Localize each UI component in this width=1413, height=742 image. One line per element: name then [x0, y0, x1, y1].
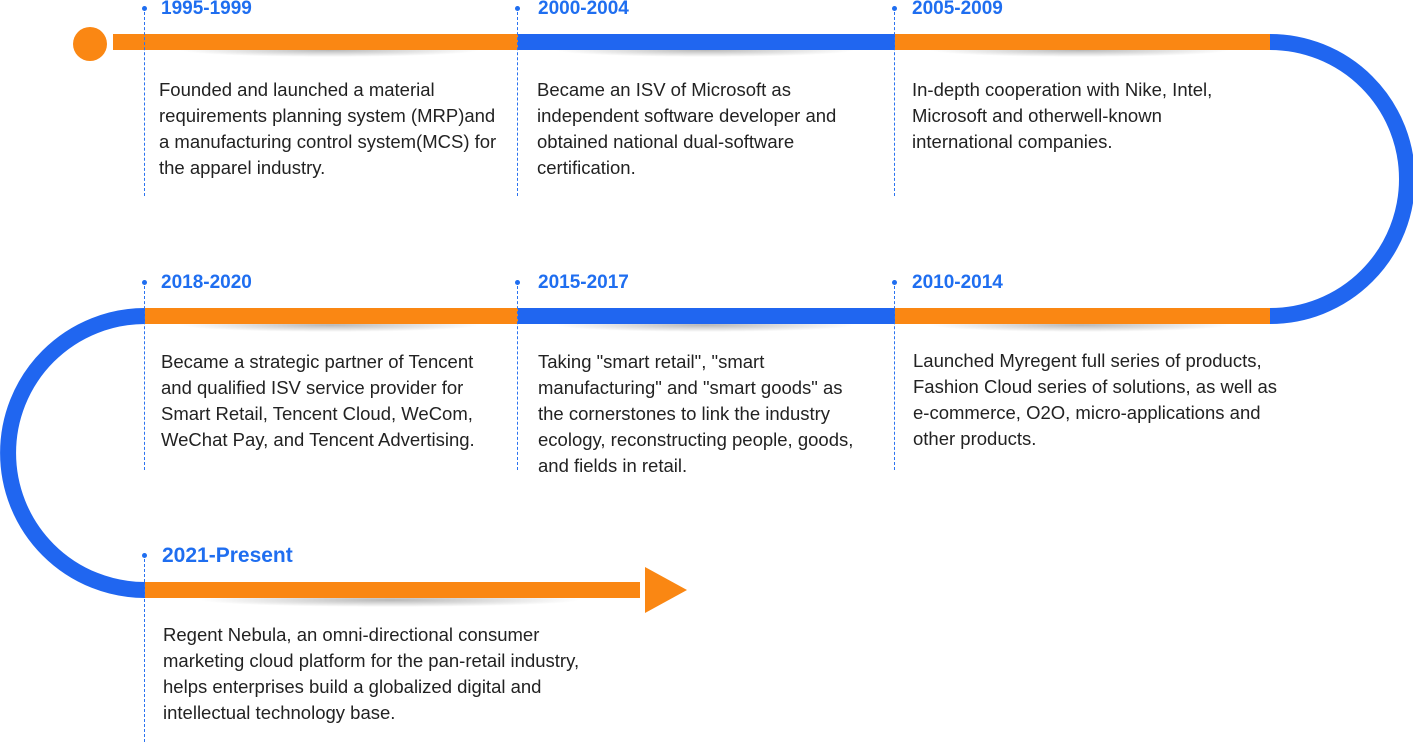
era-divider: [517, 12, 518, 196]
era-divider: [894, 12, 895, 196]
era-divider: [144, 12, 145, 196]
bar-segment-2000: [518, 34, 895, 50]
era-divider: [894, 286, 895, 470]
bar-segment-2015: [518, 308, 895, 324]
era-year: 2015-2017: [538, 272, 629, 293]
era-dot: [142, 553, 147, 558]
bar-segment-2005: [895, 34, 1270, 50]
start-dot: [73, 27, 107, 61]
era-year: 2018-2020: [161, 272, 252, 293]
curve-right: [1269, 34, 1413, 324]
era-divider: [517, 286, 518, 470]
era-description: Launched Myregent full series of product…: [913, 350, 1278, 449]
era-description: Regent Nebula, an omni-directional consu…: [163, 624, 580, 723]
era-description: Became an ISV of Microsoft as independen…: [537, 79, 837, 178]
era-description: Became a strategic partner of Tencent an…: [161, 351, 475, 450]
curve-left: [0, 308, 146, 598]
era-dot: [142, 280, 147, 285]
era-dot: [515, 6, 520, 11]
era-description: In-depth cooperation with Nike, Intel, M…: [912, 79, 1213, 152]
era-description: Taking "smart retail", "smart manufactur…: [538, 351, 854, 476]
era-divider: [144, 559, 145, 742]
era-year: 2021-Present: [162, 544, 293, 567]
era-year: 1995-1999: [161, 0, 252, 19]
era-year: 2005-2009: [912, 0, 1003, 19]
arrow-head: [645, 567, 687, 613]
bar-segment-1995: [113, 34, 518, 50]
era-description: Founded and launched a material requirem…: [159, 79, 497, 178]
era-divider: [144, 286, 145, 470]
bar-segment-2018: [145, 308, 518, 324]
era-year: 2010-2014: [912, 272, 1003, 293]
bar-segment-2021: [145, 582, 640, 598]
era-year: 2000-2004: [538, 0, 629, 19]
era-dot: [142, 6, 147, 11]
era-dot: [892, 6, 897, 11]
era-dot: [515, 280, 520, 285]
era-dot: [892, 280, 897, 285]
bar-segment-2010: [895, 308, 1270, 324]
